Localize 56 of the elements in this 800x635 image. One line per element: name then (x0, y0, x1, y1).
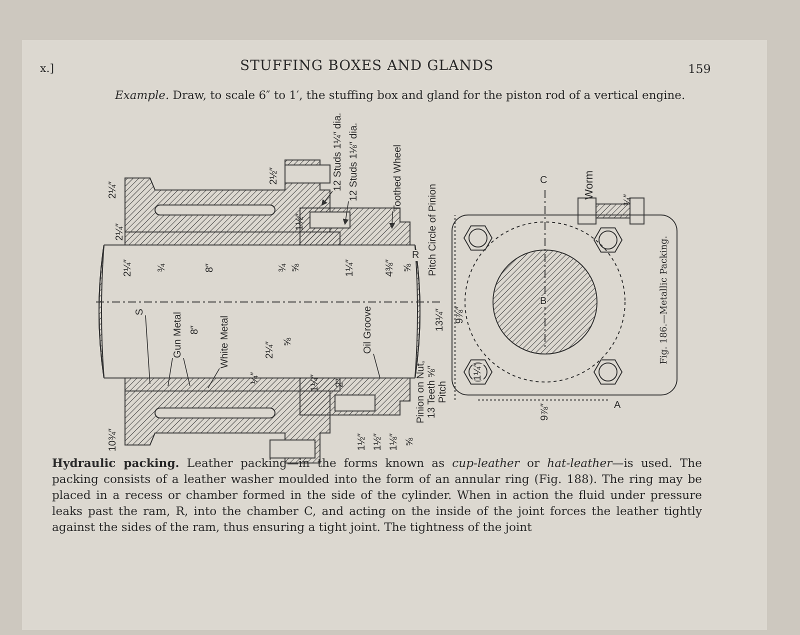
dimension-label: 1½″ (294, 213, 306, 231)
dimension-label: ⅝ (402, 264, 414, 272)
letter-label: C (540, 175, 548, 186)
leader-line (389, 210, 396, 229)
dimension-label: 13¼″ (434, 308, 446, 332)
dimension-label: ¾ (156, 264, 168, 272)
letter-label: A (614, 400, 621, 411)
dimension-label: 9⅞″ (454, 306, 466, 324)
dimension-label: 10¾″ (108, 428, 118, 452)
dimension-label: 1⅛″ (388, 433, 400, 451)
leader-line (168, 358, 173, 386)
letter-label: B (540, 296, 547, 307)
dimension-label: 1½″ (372, 433, 384, 451)
page-number: 159 (688, 62, 711, 76)
leader-line (373, 354, 380, 378)
dimension-label: ⅝ (282, 338, 294, 346)
part-label: Pitch Circle of Pinion (428, 184, 438, 276)
example-text: Example. Draw, to scale 6″ to 1′, the stuffing box and gland for the piston rod of a vertical engine. (115, 88, 686, 102)
part-label: White Metal (220, 316, 230, 368)
dimension-label: 2½″ (268, 167, 280, 185)
dimension-label: 2¼″ (108, 181, 118, 199)
running-head: STUFFING BOXES AND GLANDS (240, 58, 494, 74)
dimension-label: 8″ (190, 325, 200, 335)
part-label: Gun Metal (172, 312, 184, 358)
dimension-label: 2¼″ (122, 259, 134, 277)
dimension-label: 9⅞″ (540, 403, 550, 421)
dimension-label: 1¼″ (472, 363, 484, 381)
leader-line (183, 358, 190, 386)
dimension-label: 4⅜″ (384, 259, 396, 277)
part-label: Oil Groove (362, 306, 374, 354)
paragraph-text: Hydraulic packing. Leather packing—in the forms known as cup-leather or hat-leather—is used. The packing consists of a leather washer moulded into the form of an annular ring (Fig. 188). The ring may be placed in a recess or chamber formed in the side of the cylinder. When in action the fluid under pressure leaks past the ram, R, into the chamber C, and acting on the inside of the joint forces the leather tightly against the sides of the ram, thus ensuring a tight joint. The tightness of the joint (52, 455, 702, 535)
dimension-label: 2¼″ (114, 223, 126, 241)
dimension-label: ⅝ (404, 438, 416, 446)
dimension-label: ¾″ (622, 194, 634, 206)
dimension-label: ¼″ (250, 372, 260, 384)
part-label: Pinion on Nut, 13 Teeth ⅝″ Pitch (416, 360, 448, 426)
part-label: Toothed Wheel (392, 144, 404, 212)
leader-line (208, 368, 220, 388)
leader-line (145, 314, 150, 384)
dimension-label: 8″ (204, 263, 216, 273)
dimension-label: 1¼″ (344, 259, 356, 277)
leader-line (342, 200, 349, 225)
leader-line (321, 190, 333, 206)
part-label: 12 Studs 1¼″ dia. (332, 112, 344, 192)
dimension-label: 2″ (334, 378, 346, 388)
dimension-label: 1½″ (356, 433, 368, 451)
dimension-label: 2¼″ (264, 341, 276, 359)
dimension-label: 1¼″ (310, 374, 320, 392)
dimension-label: ⅝ (290, 264, 302, 272)
figure-caption: Fig. 186.—Metallic Packing. (660, 236, 670, 364)
part-label: Worm (584, 170, 596, 200)
chapter-number: x.] (40, 62, 54, 75)
part-label: 12 Studs 1⅛″ dia. (348, 122, 360, 202)
dimension-label: ¾ (278, 264, 288, 272)
letter-label: R (412, 250, 420, 261)
part-label: S (134, 308, 146, 316)
